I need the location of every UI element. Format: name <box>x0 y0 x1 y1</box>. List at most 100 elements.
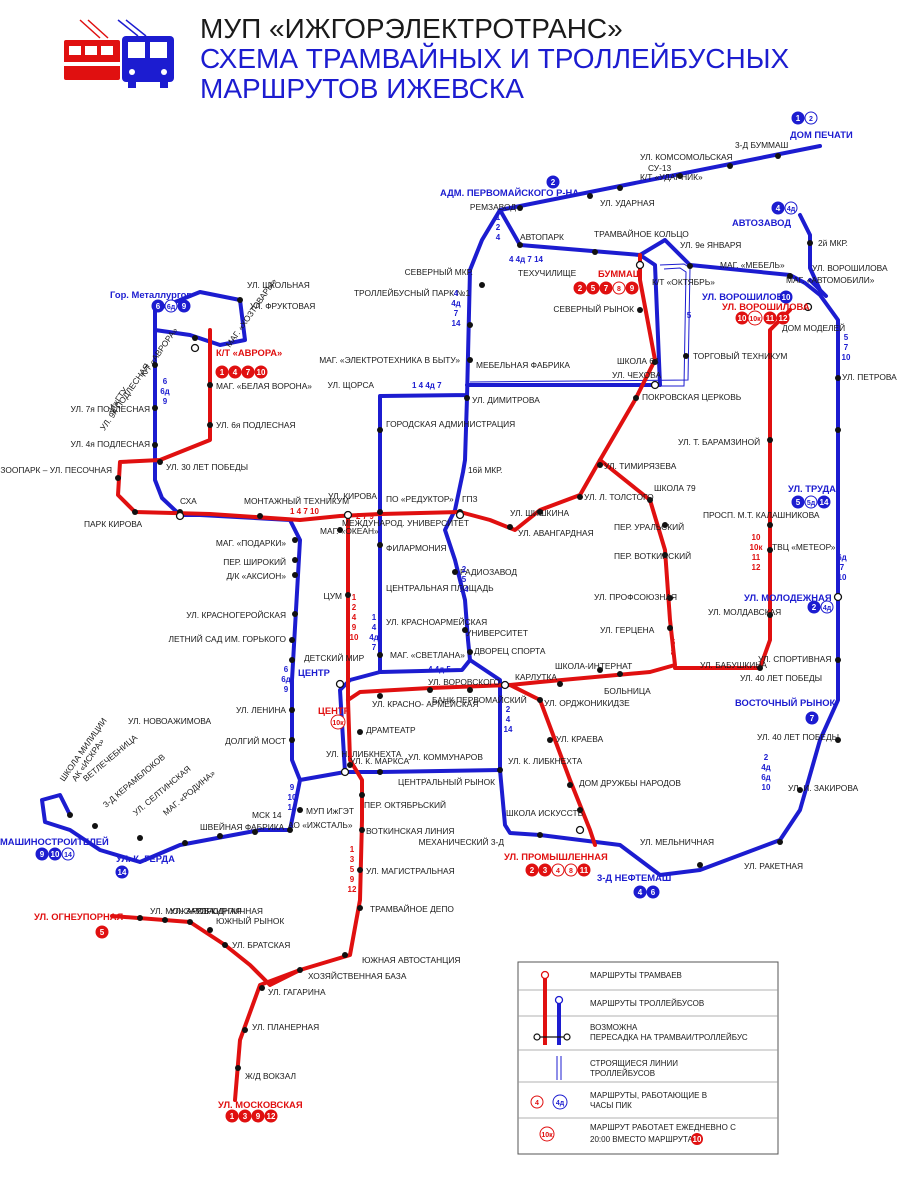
stop-label: ТВЦ «МЕТЕОР» <box>772 542 836 552</box>
stop-label: ХОЗЯЙСТВЕННАЯ БАЗА <box>308 970 407 981</box>
stop-label: УЛ. ЩОРСА <box>328 380 375 390</box>
stop-label: ЦЕНТРАЛЬНЫЙ РЫНОК <box>398 776 495 787</box>
stop-label: УЛ. ЗАГОРОДНАЯ <box>170 906 242 916</box>
route-badge-number: 10 <box>782 293 791 302</box>
route-number: 6д <box>160 387 170 396</box>
stop-label: ГОРОДСКАЯ АДМИНИСТРАЦИЯ <box>386 419 515 429</box>
route-number: 4 4д 7 14 <box>509 255 544 264</box>
route-badge-number: 10к <box>749 316 761 323</box>
route-badge-number: 2 <box>812 603 817 612</box>
terminal-label: АДМ. ПЕРВОМАЙСКОГО Р-НА <box>440 187 579 198</box>
stop-label: 16й МКР. <box>468 465 503 475</box>
stop-label: УЛ. МОЛДАВСКАЯ <box>708 607 781 617</box>
legend-peak-tram: 4 <box>535 1100 539 1107</box>
route-badge <box>551 863 565 877</box>
route-badge-number: 3 <box>543 866 548 875</box>
stop-label: УЛ. ГАГАРИНА <box>268 987 326 997</box>
route-number: 1 <box>496 213 501 222</box>
stop-label: ПЕР. ШИРОКИЙ <box>223 556 286 567</box>
route-badge-number: 10 <box>51 850 60 859</box>
terminal-label: УЛ. ПРОМЫШЛЕННАЯ <box>504 851 608 862</box>
route-badge <box>564 863 578 877</box>
stop-label: ЗООПАРК – УЛ. ПЕСОЧНАЯ <box>0 465 112 475</box>
route-badge <box>225 1109 239 1123</box>
route-badge-number: 2 <box>578 284 583 293</box>
stop-label: УЛ. К. МАРКСА <box>350 756 410 766</box>
route-badge <box>791 495 805 509</box>
stop-label: УЛ. РАКЕТНАЯ <box>744 861 803 871</box>
stop-label: АВТОПАРК <box>520 232 564 242</box>
route-badge <box>228 365 242 379</box>
route-number: 2 <box>496 223 501 232</box>
route-badge <box>805 711 819 725</box>
route-badge-number: 9 <box>256 1112 261 1121</box>
stop-label: МЕЖДУНАРОД. УНИВЕРСИТЕТ <box>342 518 469 528</box>
route-badge-number: 4 <box>638 888 643 897</box>
legend-transfer-2: ПЕРЕСАДКА НА ТРАМВАИ/ТРОЛЛЕЙБУС <box>590 1033 748 1042</box>
route-number: 5 <box>350 865 355 874</box>
route-badge-number: 14 <box>820 498 829 507</box>
stop-label: УЛ. КРАСНО- АРМЕЙСКАЯ <box>372 698 478 709</box>
stop-label: УЛ. ВОРОВСКОГО <box>428 677 501 687</box>
terminal-label: УЛ. ВОРОШИЛОВА <box>702 291 790 302</box>
route-badge-number: 10к <box>332 720 344 727</box>
terminal-label: 3-Д НЕФТЕМАШ <box>597 872 671 883</box>
stop-label: ПО «РЕДУКТОР» <box>386 494 454 504</box>
stop-label: ДОЛГИЙ МОСТ <box>225 735 286 746</box>
stop-label: ЦЕНТРАЛЬНАЯ ПЛОЩАДЬ <box>386 583 494 593</box>
route-number: 1 <box>350 845 355 854</box>
stop-label: ТЕХУЧИЛИЩЕ <box>518 268 577 278</box>
route-badge-number: 6 <box>156 302 161 311</box>
route-badge-number: 1 <box>796 114 801 123</box>
route-number: 4д <box>369 633 379 642</box>
route-number: 4 <box>372 623 377 632</box>
stop-label: МАГ. «МЕБЕЛЬ» <box>720 260 785 270</box>
route-badge-number: 5д <box>807 500 816 507</box>
route-badge <box>164 299 178 313</box>
stop-label: МАГ. «ПОДАРКИ» <box>216 538 286 548</box>
legend-tram: МАРШРУТЫ ТРАМВАЕВ <box>590 971 682 980</box>
stop-label: УЛ. УДАРНАЯ <box>600 198 655 208</box>
route-number: 10 <box>762 783 771 792</box>
route-number: 4 4д 5 <box>428 665 451 674</box>
transfer-markers <box>175 260 843 835</box>
stop-label: УЛ. БРАТСКАЯ <box>232 940 290 950</box>
route-number: 3 <box>350 855 355 864</box>
route-badge <box>573 281 587 295</box>
stop-label: УЛ. БАБУШКИНА <box>700 660 767 670</box>
route-number: 12 <box>752 563 761 572</box>
stop-label: УЛ. 7я ПОДЛЕСНАЯ <box>70 404 150 414</box>
stop-label: УЛ. КИРОВА <box>328 491 377 501</box>
route-badge <box>330 714 346 730</box>
stop-label: УЛ. КОММУНАРОВ <box>408 752 483 762</box>
stop-label: МАГ. «АВТОМОБИЛИ» <box>786 275 875 285</box>
route-number: 2 <box>764 753 769 762</box>
terminal-label: УЛ. МОСКОВСКАЯ <box>218 1099 303 1110</box>
stop-label: АО «ИЖСТАЛЬ» <box>288 820 353 830</box>
stop-label: Ж/Д ВОКЗАЛ <box>245 1071 296 1081</box>
route-number: 4 <box>496 233 501 242</box>
route-number: 14 <box>288 803 297 812</box>
route-badge <box>264 1109 278 1123</box>
legend-construction-2: ТРОЛЛЕЙБУСОВ <box>590 1069 655 1078</box>
org-title: МУП «ИЖГОРЭЛЕКТРОТРАНС» <box>200 13 623 44</box>
route-badge <box>151 299 165 313</box>
stop-label: ЛЕТНИЙ САД ИМ. ГОРЬКОГО <box>168 633 286 644</box>
route-number: 1 <box>372 613 377 622</box>
route-number: 10к <box>750 543 764 552</box>
route-badge-number: 9 <box>182 302 187 311</box>
stop-label: МСК 14 <box>252 810 282 820</box>
stop-label: УЛ. 6я ПОДЛЕСНАЯ <box>216 420 296 430</box>
stop-label: ШКОЛА 79 <box>654 483 696 493</box>
stop-label: УЛ. ПРОФСОЮЗНАЯ <box>594 592 677 602</box>
legend-trolley: МАРШРУТЫ ТРОЛЛЕЙБУСОВ <box>590 999 704 1008</box>
stop-label: УЛ. КИРПИЧНАЯ <box>196 906 263 916</box>
legend-construction: СТРОЯЩИЕСЯ ЛИНИИ <box>590 1059 678 1068</box>
route-badge <box>61 847 75 861</box>
route-badge <box>791 111 805 125</box>
route-badge-number: 5 <box>591 284 596 293</box>
route-number: 9 <box>163 397 168 406</box>
route-badge-number: 8 <box>617 286 621 293</box>
stop-label: 2й МКР. <box>818 238 848 248</box>
route-badge <box>817 495 831 509</box>
